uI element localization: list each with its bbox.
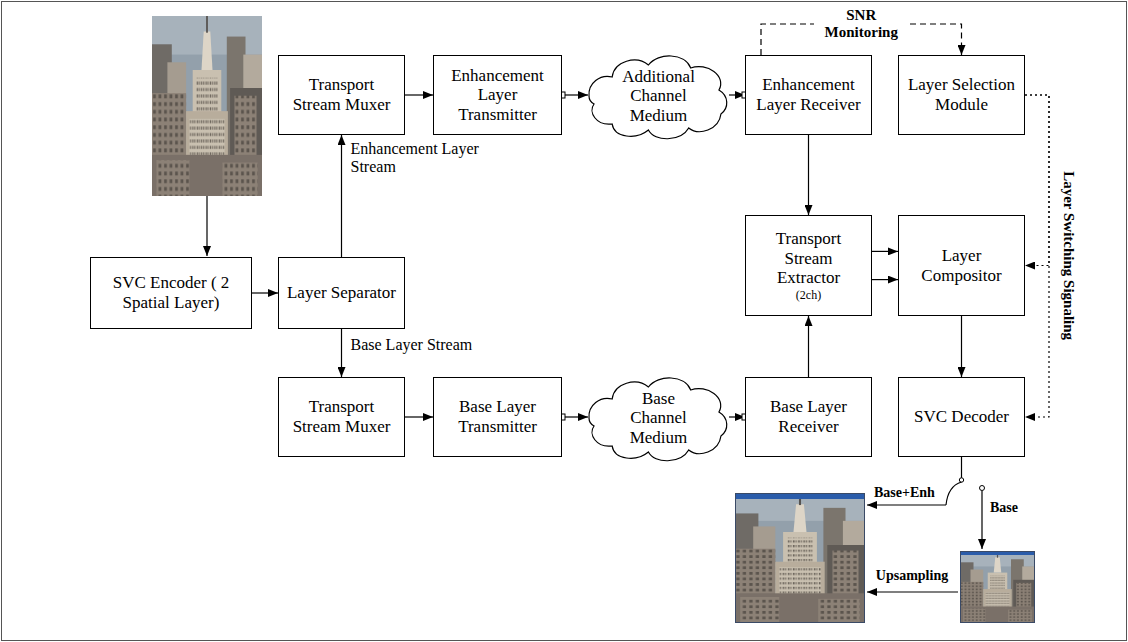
node-text: Transport Stream Muxer	[286, 397, 397, 436]
input-arrow	[206, 196, 207, 256]
node-text: Layer Separator	[287, 283, 396, 303]
node-text: Base Channel Medium	[612, 389, 705, 448]
process-box: Layer Selection Module	[898, 55, 1025, 135]
edge-label: SNR Monitoring	[814, 7, 908, 42]
output-label: Base+Enh	[872, 485, 937, 501]
connector	[1025, 95, 1049, 417]
process-box: Enhancement Layer Transmitter	[433, 55, 562, 135]
full-output-arrow	[867, 504, 946, 505]
process-box: Transport Stream Extractor(2ch)	[745, 215, 872, 316]
edge-label: Base Layer Stream	[349, 336, 475, 354]
base-output-arrow	[981, 491, 982, 549]
connector	[1025, 95, 1049, 266]
process-box: SVC Decoder	[898, 377, 1025, 457]
process-box: Transport Stream Muxer	[278, 377, 405, 457]
connector	[562, 94, 588, 95]
node-text: Enhancement Layer Transmitter	[441, 66, 554, 125]
node-text: Additional Channel Medium	[612, 67, 705, 126]
channel-cloud: Base Channel Medium	[588, 372, 729, 464]
node-text: Layer Selection Module	[906, 75, 1017, 114]
node-text: Base Layer Receiver	[753, 397, 864, 436]
node-text: SVC Encoder ( 2 Spatial Layer)	[98, 273, 244, 312]
cloud-path	[589, 378, 727, 461]
switch-arm	[946, 482, 962, 505]
input-photo	[152, 16, 262, 196]
node-text: Layer Compositor	[906, 246, 1017, 285]
image-frame	[736, 494, 865, 623]
connector	[252, 292, 278, 293]
connector	[961, 316, 962, 377]
channel-cloud: Additional Channel Medium	[588, 50, 729, 142]
node-subtext: (2ch)	[796, 288, 821, 302]
process-box: Layer Compositor	[898, 215, 1025, 316]
connector	[405, 416, 433, 417]
process-box: SVC Encoder ( 2 Spatial Layer)	[90, 257, 252, 329]
cloud-path	[589, 56, 727, 139]
output-image-full	[735, 493, 865, 623]
upsampling-arrow	[867, 591, 958, 592]
output-label: Base	[988, 500, 1020, 516]
process-box: Base Layer Receiver	[745, 377, 872, 457]
output-label: Upsampling	[874, 568, 950, 584]
connector	[341, 329, 342, 377]
node-text: Transport Stream Extractor	[753, 229, 864, 288]
edge-label: Enhancement Layer Stream	[349, 140, 493, 177]
connector	[405, 94, 433, 95]
switch-contact	[980, 486, 985, 491]
connector	[808, 135, 809, 215]
node-text: SVC Decoder	[914, 407, 1009, 427]
node-text: Transport Stream Muxer	[286, 75, 397, 114]
process-box: Enhancement Layer Receiver	[745, 55, 872, 135]
process-box: Base Layer Transmitter	[433, 377, 562, 457]
connector	[341, 135, 342, 257]
connector	[872, 251, 898, 252]
connector	[808, 316, 809, 377]
process-box: Layer Separator	[278, 257, 405, 329]
edge-label: Layer Switching Signaling	[1059, 170, 1076, 343]
process-box: Transport Stream Muxer	[278, 55, 405, 135]
connector	[872, 279, 898, 280]
connector	[562, 416, 588, 417]
switch-pivot	[959, 478, 963, 482]
node-text: Enhancement Layer Receiver	[753, 75, 864, 114]
decoder-output-line	[961, 457, 962, 478]
image-frame	[961, 552, 1035, 623]
output-image-base	[960, 551, 1035, 623]
node-text: Base Layer Transmitter	[441, 397, 554, 436]
